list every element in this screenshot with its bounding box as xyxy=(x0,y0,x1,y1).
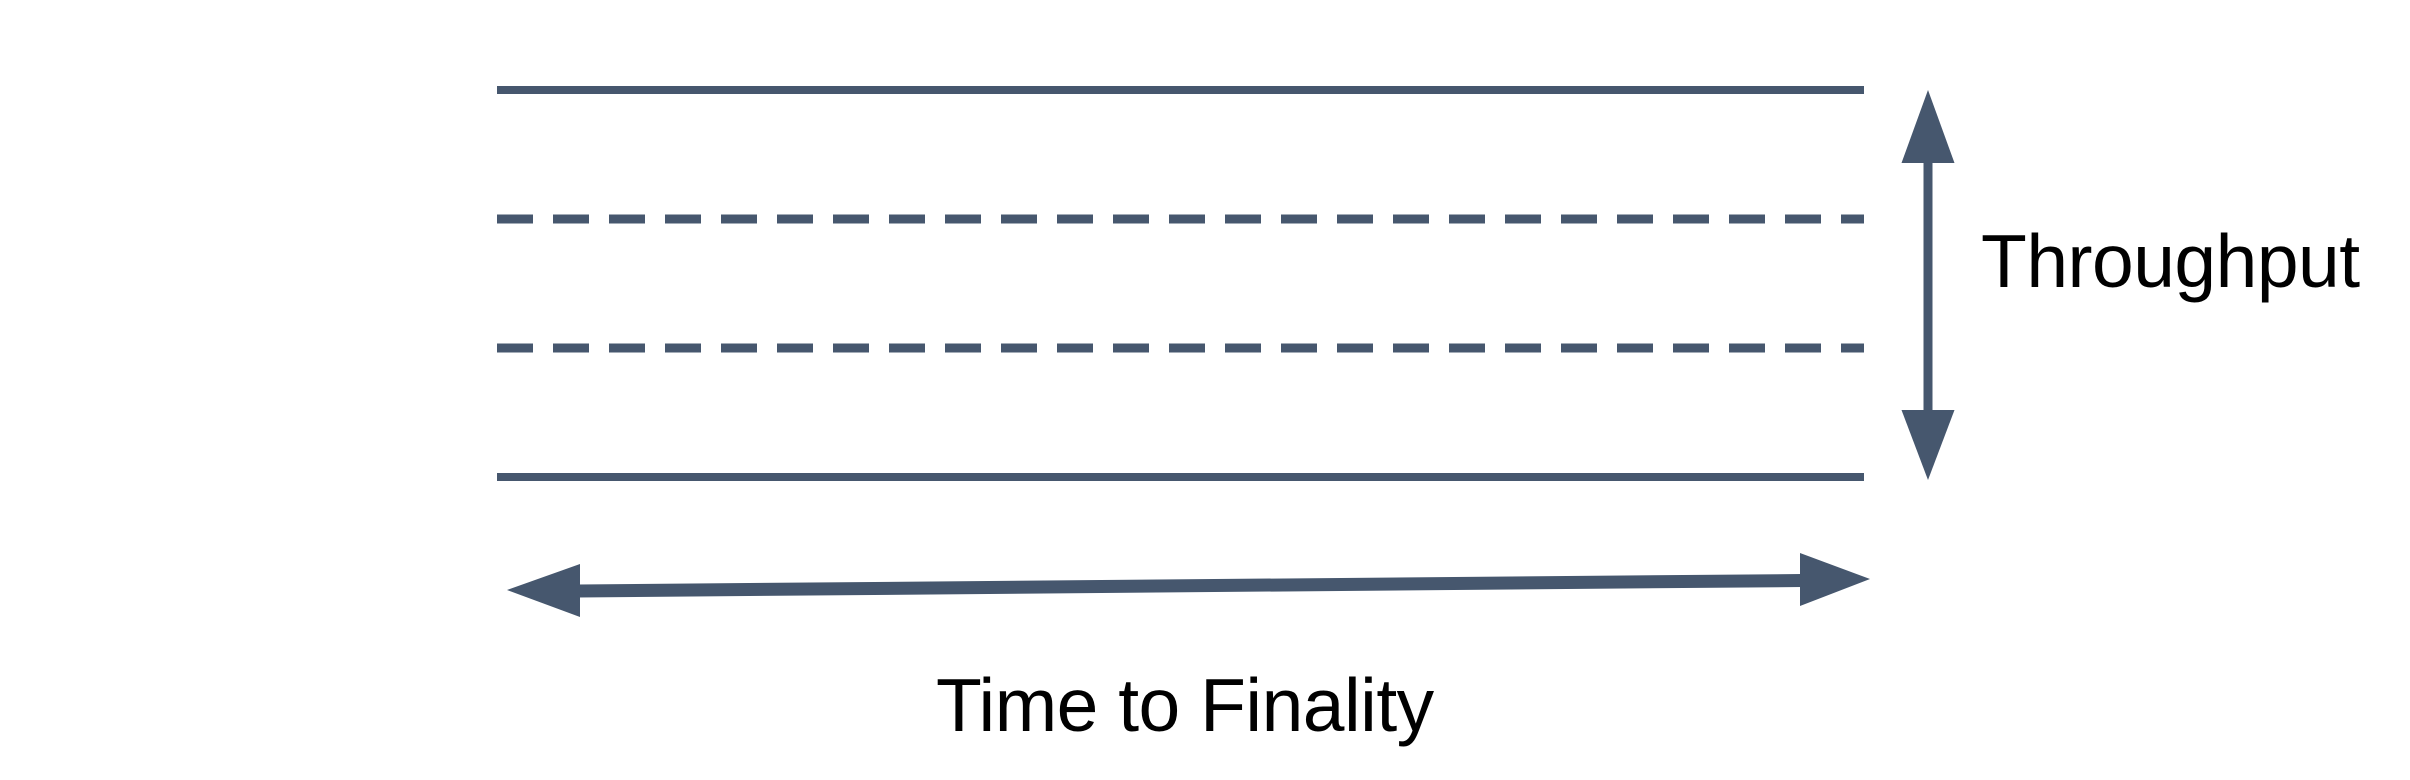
double-headed-horizontal-arrow-icon xyxy=(507,553,1870,617)
horizontal-arrow-head-right xyxy=(1800,553,1870,606)
time-to-finality-axis-label: Time to Finality xyxy=(936,663,1434,747)
throughput-axis-label: Throughput xyxy=(1981,219,2360,303)
double-headed-vertical-arrow-icon xyxy=(1901,90,1955,480)
horizontal-arrow-shaft xyxy=(578,574,1802,598)
vertical-arrow-head-down xyxy=(1901,410,1955,480)
horizontal-arrow-head-left xyxy=(507,564,580,617)
vertical-arrow-head-up xyxy=(1901,90,1955,163)
vertical-arrow-shaft xyxy=(1923,150,1933,425)
